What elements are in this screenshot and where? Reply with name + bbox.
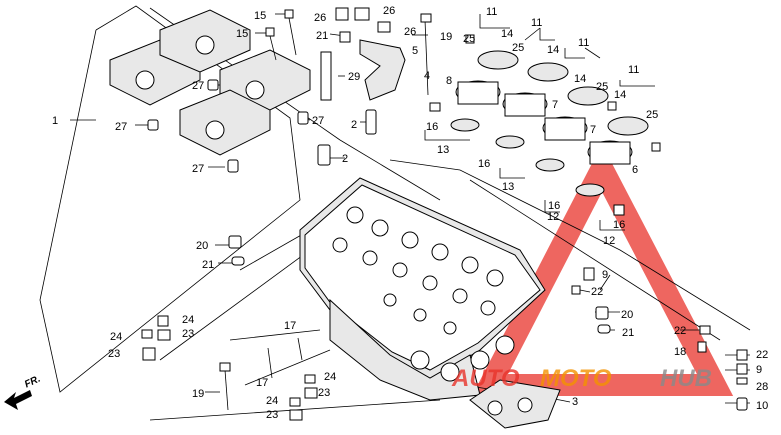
callout-22: 22 [674, 325, 686, 337]
callout-20: 20 [621, 309, 633, 321]
callout-2: 2 [351, 119, 357, 131]
callout-21: 21 [316, 30, 328, 42]
callout-24: 24 [182, 314, 194, 326]
watermark-text: AUTO MOTO HUB [451, 365, 712, 392]
callout-16: 16 [613, 219, 625, 231]
callout-16: 16 [478, 158, 490, 170]
watermark-part1: AUTO [451, 365, 520, 392]
watermark-triangle-logo [471, 144, 734, 396]
camshaft-holders [109, 9, 311, 156]
callout-15: 15 [236, 28, 248, 40]
callout-26: 26 [404, 26, 416, 38]
cylinder-head [299, 177, 546, 401]
direction-label: FR. [23, 374, 42, 391]
callout-22: 22 [591, 286, 603, 298]
callout-23: 23 [182, 328, 194, 340]
callout-12: 12 [547, 211, 559, 223]
callout-29: 29 [348, 71, 360, 83]
callout-14: 14 [501, 28, 513, 40]
callout-27: 27 [192, 163, 204, 175]
callout-25: 25 [463, 33, 475, 45]
callout-10: 10 [756, 400, 768, 412]
callout-22: 22 [756, 349, 768, 361]
callout-1: 1 [52, 115, 58, 127]
callout-21: 21 [622, 327, 634, 339]
callout-17: 17 [284, 320, 296, 332]
watermark-part2: MOTO [540, 365, 612, 392]
callout-9: 9 [756, 364, 762, 376]
callout-3: 3 [572, 396, 578, 408]
callout-16: 16 [426, 121, 438, 133]
callout-23: 23 [318, 387, 330, 399]
callout-24: 24 [324, 371, 336, 383]
callout-11: 11 [531, 17, 542, 29]
intake-insulators [450, 50, 649, 197]
callout-13: 13 [437, 144, 449, 156]
callout-14: 14 [547, 44, 559, 56]
small-parts [141, 7, 748, 421]
callout-5: 5 [412, 45, 418, 57]
callout-23: 23 [108, 348, 120, 360]
callout-14: 14 [574, 73, 586, 85]
callout-23: 23 [266, 409, 278, 421]
callout-19: 19 [192, 388, 204, 400]
callout-11: 11 [628, 64, 639, 76]
callout-16: 16 [548, 200, 560, 212]
callout-labels: 1 2 2 3 4 5 6 7 7 8 9 9 10 11 11 11 11 1… [52, 5, 768, 421]
watermark-part3: HUB [660, 365, 712, 392]
callout-25: 25 [512, 42, 524, 54]
callout-28: 28 [756, 381, 768, 393]
callout-9: 9 [602, 269, 608, 281]
callout-17: 17 [256, 377, 268, 389]
callout-13: 13 [502, 181, 514, 193]
callout-27: 27 [192, 80, 204, 92]
callout-19: 19 [440, 31, 452, 43]
callout-26: 26 [383, 5, 395, 17]
callout-11: 11 [578, 37, 589, 49]
callout-18: 18 [674, 346, 686, 358]
callout-24: 24 [266, 395, 278, 407]
callout-7: 7 [552, 99, 558, 111]
callout-27: 27 [312, 115, 324, 127]
callout-2: 2 [342, 153, 348, 165]
callout-25: 25 [596, 81, 608, 93]
callout-7: 7 [590, 124, 596, 136]
spark-plug [320, 51, 332, 101]
callout-25: 25 [646, 109, 658, 121]
callout-4: 4 [424, 70, 430, 82]
callout-8: 8 [446, 75, 452, 87]
direction-arrow-icon [4, 390, 32, 410]
callout-24: 24 [110, 331, 122, 343]
callout-26: 26 [314, 12, 326, 24]
callout-12: 12 [603, 235, 615, 247]
callout-20: 20 [196, 240, 208, 252]
callout-21: 21 [202, 259, 214, 271]
callout-14: 14 [614, 89, 626, 101]
callout-6: 6 [632, 164, 638, 176]
callout-27: 27 [115, 121, 127, 133]
callout-15: 15 [254, 10, 266, 22]
callout-11: 11 [486, 6, 497, 18]
head-gasket [469, 379, 561, 429]
